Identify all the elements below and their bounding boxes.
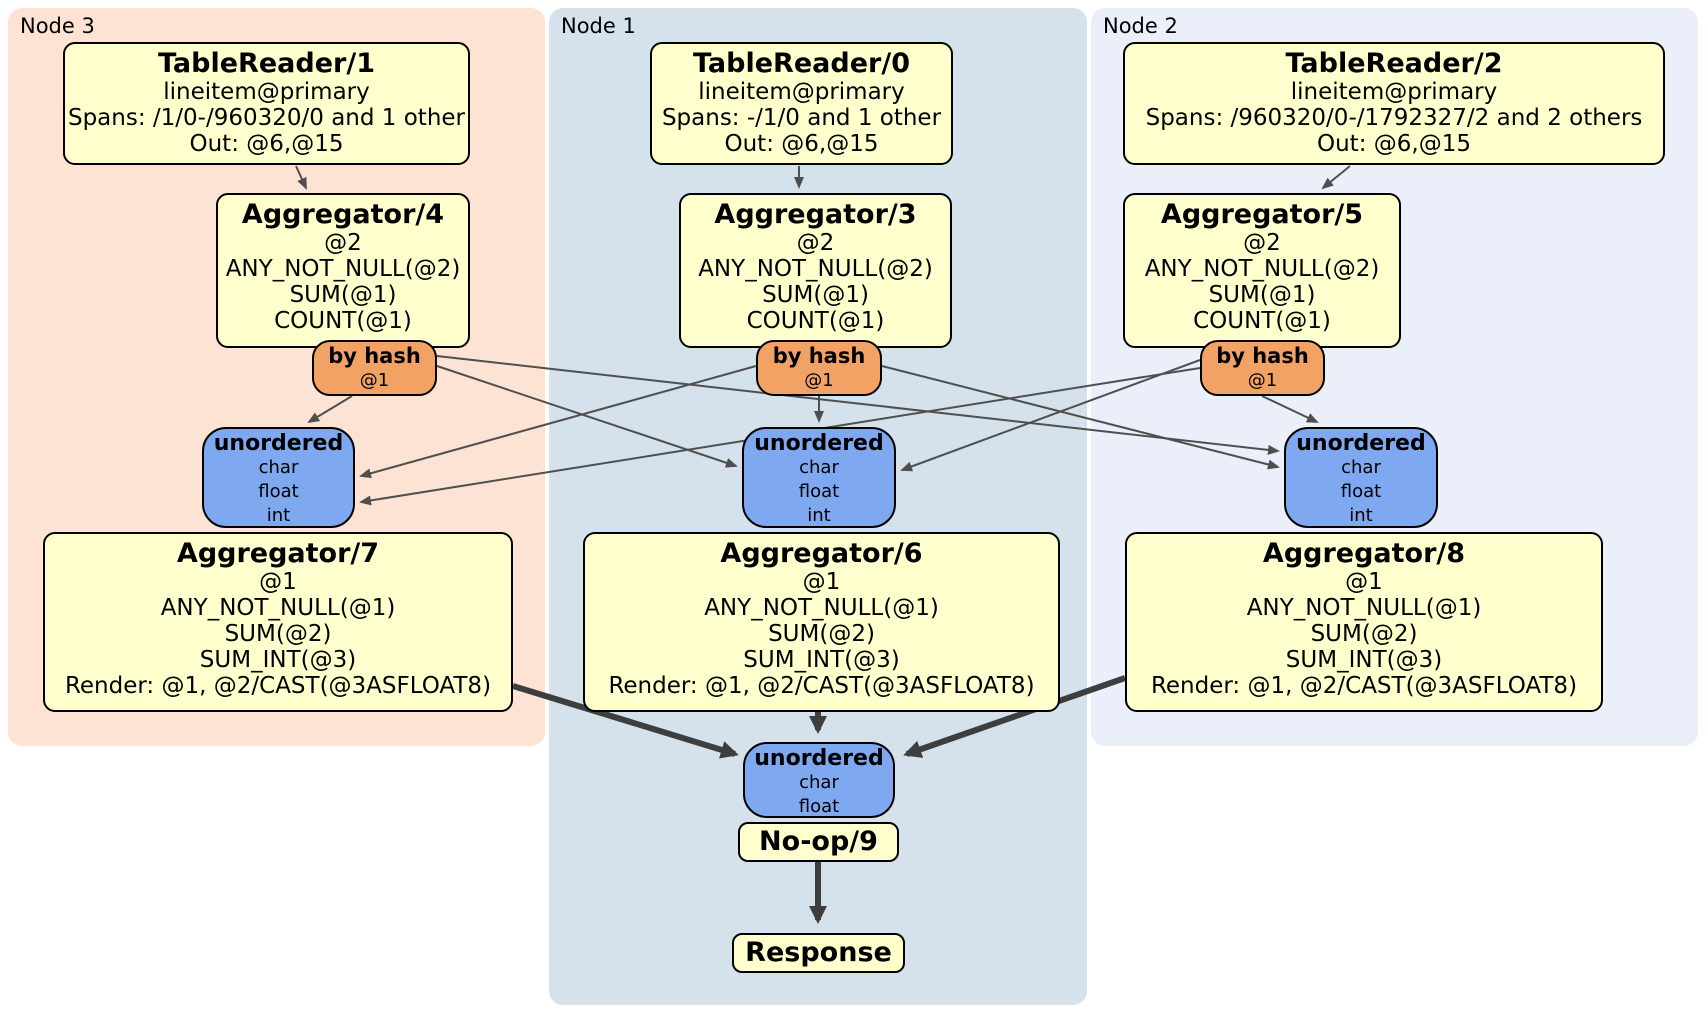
box-line: @1 — [1247, 370, 1278, 391]
box-line: float — [258, 481, 299, 502]
response-box: Response — [732, 933, 905, 973]
box-line: ANY_NOT_NULL(@1) — [704, 595, 939, 621]
box-line: float — [798, 796, 840, 817]
box-line: int — [1349, 505, 1373, 526]
box-line: int — [807, 505, 831, 526]
hash-router-title: by hash — [328, 344, 421, 368]
aggregator-8-box: Aggregator/8 @1 ANY_NOT_NULL(@1) SUM(@2)… — [1125, 532, 1603, 712]
box-line: Render: @1, @2/CAST(@3ASFLOAT8) — [64, 673, 492, 699]
box-line: @2 — [796, 230, 835, 256]
tablereader-1-box: TableReader/1 lineitem@primary Spans: /1… — [63, 42, 470, 165]
box-line: @1 — [359, 370, 390, 391]
hash-router-node3: by hash @1 — [312, 340, 437, 396]
aggregator-6-box: Aggregator/6 @1 ANY_NOT_NULL(@1) SUM(@2)… — [583, 532, 1060, 712]
box-line: lineitem@primary — [1290, 79, 1498, 105]
tablereader-2-box: TableReader/2 lineitem@primary Spans: /9… — [1123, 42, 1665, 165]
box-line: @1 — [259, 569, 297, 595]
box-line: ANY_NOT_NULL(@2) — [225, 256, 461, 282]
box-line: char — [258, 457, 299, 478]
box-line: Out: @6,@15 — [724, 131, 879, 157]
box-line: lineitem@primary — [163, 79, 370, 105]
box-line: SUM(@1) — [289, 282, 397, 308]
box-line: SUM(@2) — [224, 621, 332, 647]
box-line: COUNT(@1) — [1193, 308, 1331, 334]
box-line: SUM(@1) — [762, 282, 869, 308]
aggregator-6-title: Aggregator/6 — [720, 538, 923, 569]
box-line: SUM_INT(@3) — [199, 647, 357, 673]
box-line: @2 — [1243, 230, 1281, 256]
box-line: char — [799, 457, 839, 478]
hash-router-node1: by hash @1 — [756, 340, 882, 396]
sync-title: unordered — [754, 746, 884, 771]
box-line: char — [799, 772, 839, 793]
node3-label: Node 3 — [20, 14, 95, 38]
box-line: SUM(@2) — [1310, 621, 1418, 647]
node2-label: Node 2 — [1103, 14, 1178, 38]
noop-title: No-op/9 — [759, 826, 878, 857]
box-line: COUNT(@1) — [274, 308, 412, 334]
sync-unordered-node1: unordered char float int — [742, 427, 896, 528]
box-line: int — [266, 505, 291, 526]
box-line: lineitem@primary — [698, 79, 905, 105]
box-line: Render: @1, @2/CAST(@3ASFLOAT8) — [1150, 673, 1578, 699]
box-line: Render: @1, @2/CAST(@3ASFLOAT8) — [608, 673, 1035, 699]
box-line: SUM_INT(@3) — [1285, 647, 1443, 673]
box-line: char — [1341, 457, 1381, 478]
aggregator-7-title: Aggregator/7 — [176, 538, 380, 569]
hash-router-title: by hash — [772, 344, 866, 368]
box-line: SUM(@2) — [768, 621, 875, 647]
box-line: ANY_NOT_NULL(@2) — [1144, 256, 1380, 282]
box-line: Out: @6,@15 — [1317, 131, 1471, 157]
box-line: COUNT(@1) — [746, 308, 885, 334]
tablereader-1-title: TableReader/1 — [158, 48, 375, 79]
aggregator-5-title: Aggregator/5 — [1160, 199, 1364, 230]
aggregator-8-title: Aggregator/8 — [1262, 538, 1466, 569]
response-title: Response — [745, 937, 892, 968]
sync-title: unordered — [1296, 431, 1426, 456]
aggregator-3-box: Aggregator/3 @2 ANY_NOT_NULL(@2) SUM(@1)… — [679, 193, 952, 348]
sync-title: unordered — [754, 431, 884, 456]
box-line: Spans: /960320/0-/1792327/2 and 2 others — [1145, 105, 1643, 131]
box-line: @2 — [324, 230, 362, 256]
box-line: Spans: /1/0-/960320/0 and 1 other — [67, 105, 466, 131]
tablereader-0-title: TableReader/0 — [693, 48, 910, 79]
aggregator-5-box: Aggregator/5 @2 ANY_NOT_NULL(@2) SUM(@1)… — [1123, 193, 1401, 348]
box-line: SUM_INT(@3) — [743, 647, 900, 673]
box-line: ANY_NOT_NULL(@1) — [160, 595, 396, 621]
sync-title: unordered — [213, 431, 344, 456]
box-line: @1 — [804, 370, 834, 391]
aggregator-3-title: Aggregator/3 — [714, 199, 917, 230]
noop-box: No-op/9 — [738, 822, 899, 862]
box-line: @1 — [1345, 569, 1383, 595]
final-sync-unordered: unordered char float — [743, 742, 895, 818]
box-line: float — [1340, 481, 1382, 502]
node1-label: Node 1 — [561, 14, 636, 38]
sync-unordered-node2: unordered char float int — [1284, 427, 1438, 528]
tablereader-0-box: TableReader/0 lineitem@primary Spans: -/… — [650, 42, 953, 165]
box-line: ANY_NOT_NULL(@2) — [698, 256, 933, 282]
aggregator-4-title: Aggregator/4 — [241, 199, 445, 230]
box-line: ANY_NOT_NULL(@1) — [1246, 595, 1482, 621]
box-line: float — [798, 481, 840, 502]
box-line: SUM(@1) — [1208, 282, 1316, 308]
box-line: @1 — [802, 569, 841, 595]
sync-unordered-node3: unordered char float int — [202, 427, 355, 528]
hash-router-title: by hash — [1216, 344, 1309, 368]
box-line: Out: @6,@15 — [189, 131, 344, 157]
aggregator-4-box: Aggregator/4 @2 ANY_NOT_NULL(@2) SUM(@1)… — [216, 193, 470, 348]
tablereader-2-title: TableReader/2 — [1285, 48, 1503, 79]
hash-router-node2: by hash @1 — [1200, 340, 1325, 396]
box-line: Spans: -/1/0 and 1 other — [661, 105, 942, 131]
aggregator-7-box: Aggregator/7 @1 ANY_NOT_NULL(@1) SUM(@2)… — [43, 532, 513, 712]
